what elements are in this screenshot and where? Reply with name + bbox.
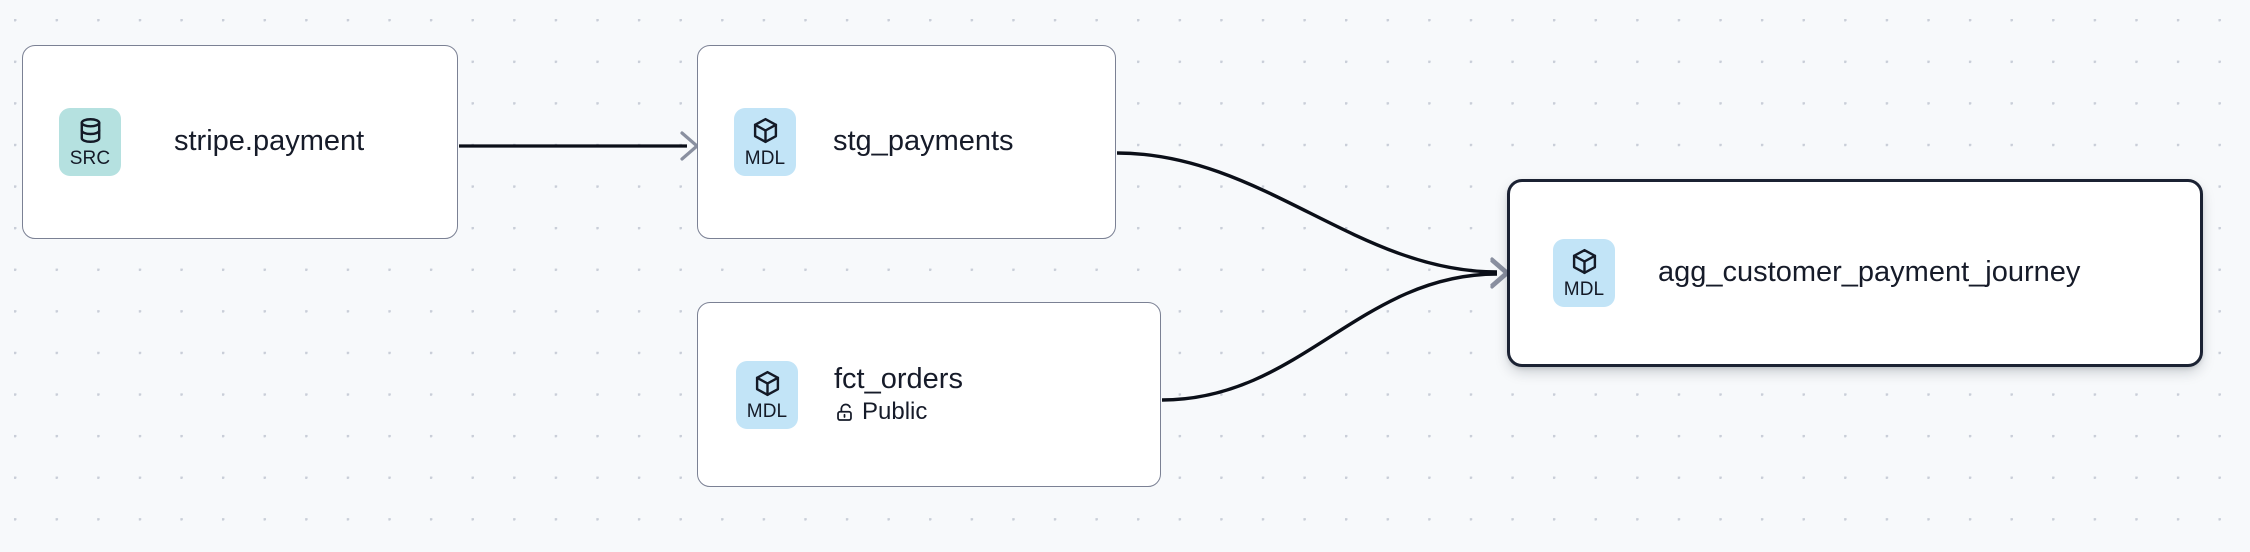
- cube-icon: [753, 369, 782, 398]
- lineage-node-stg-payments[interactable]: MDL stg_payments: [697, 45, 1116, 239]
- unlock-icon: [834, 402, 855, 423]
- edge-source-to-stg: [459, 131, 699, 161]
- node-type-badge-mdl: MDL: [1553, 239, 1615, 307]
- node-type-badge-mdl: MDL: [736, 360, 798, 429]
- badge-code-label: MDL: [1563, 279, 1605, 300]
- node-title: stripe.payment: [174, 125, 365, 158]
- node-title: fct_orders: [834, 362, 963, 395]
- lineage-node-source[interactable]: SRC stripe.payment: [22, 45, 458, 239]
- arrowhead-icon: [1490, 257, 1509, 287]
- node-title: agg_customer_payment_journey: [1658, 256, 2081, 289]
- cube-icon: [1570, 247, 1599, 276]
- badge-code-label: MDL: [744, 148, 786, 169]
- node-label-group: fct_orders Public: [834, 362, 963, 425]
- node-visibility: Public: [834, 399, 963, 425]
- badge-code-label: MDL: [746, 400, 788, 422]
- node-type-badge-src: SRC: [59, 108, 121, 176]
- node-label-group: agg_customer_payment_journey: [1658, 256, 2081, 289]
- arrowhead-icon: [680, 131, 699, 161]
- badge-code-label: SRC: [69, 148, 111, 169]
- arrowhead-icon: [1490, 259, 1509, 289]
- edge-fct-to-agg: [1161, 259, 1509, 402]
- database-icon: [76, 116, 105, 145]
- node-title: stg_payments: [833, 125, 1014, 158]
- node-visibility-label: Public: [862, 398, 928, 426]
- node-type-badge-mdl: MDL: [734, 108, 796, 176]
- edge-stg-to-agg: [1116, 151, 1509, 287]
- cube-icon: [751, 116, 780, 145]
- lineage-node-agg-customer-payment-journey[interactable]: MDL agg_customer_payment_journey: [1507, 179, 2203, 367]
- node-label-group: stripe.payment: [174, 125, 365, 158]
- node-label-group: stg_payments: [833, 125, 1014, 158]
- lineage-node-fct-orders[interactable]: MDL fct_orders Public: [697, 302, 1161, 487]
